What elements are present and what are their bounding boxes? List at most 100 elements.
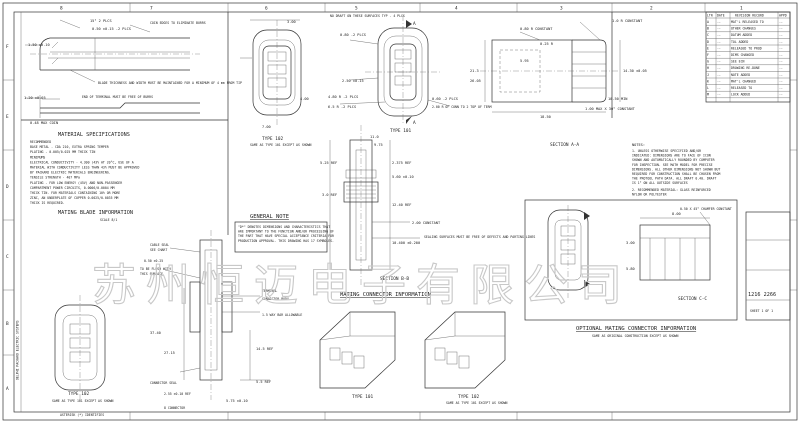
col-marker: 6: [265, 6, 268, 12]
revision-cell: --: [779, 60, 783, 64]
dim: 1.00 MAX X 30° CONSTANT: [585, 107, 636, 111]
revision-cell: --: [717, 93, 721, 97]
material-line: PLATING - FOR LOW ENERGY (45V) AND NON-P…: [30, 181, 122, 185]
section-mark: A: [413, 21, 416, 27]
label: 8 CONNECTOR: [164, 406, 185, 410]
view-dividers: [21, 12, 613, 235]
revision-cell: L: [707, 86, 709, 90]
revision-cell: --: [779, 46, 783, 50]
revision-cell: DATUM ADDED: [731, 33, 752, 37]
general-note-line: ARE IMPORTANT TO THE FUNCTION AND/OR PRO…: [238, 230, 334, 234]
revision-cell: --: [717, 73, 721, 77]
revision-cell: --: [779, 86, 783, 90]
drawing-number: 1216 2266: [748, 292, 776, 298]
view-caption: TYPE 102: [68, 391, 90, 397]
revision-cell: NOTE ADDED: [731, 73, 750, 77]
revision-cell: --: [779, 33, 783, 37]
dim: 14.30 ±0.05: [623, 69, 647, 73]
label: 2.55 ±0.10 REF: [164, 392, 191, 396]
rev-header: DATE: [717, 14, 725, 18]
row-marker: C: [6, 254, 9, 260]
row-marker: E: [6, 114, 9, 120]
material-line: ZINC, AN UNDERPLATE OF COPPER 0.0025/0.0…: [30, 196, 118, 200]
revision-cell: RELEASED TO PROD: [731, 46, 762, 50]
material-line: PLATING - 0.005/0.025 MM THICK TIN: [30, 150, 95, 154]
dim: 0.48 MAX COIN: [30, 121, 58, 125]
optional-mating-connector: 8.00 0.50 X 45° CHAMFER CONSTANT 3.00 5.…: [524, 199, 738, 338]
revision-cell: --: [779, 66, 783, 70]
rev-header: REVISION RECORD: [735, 14, 764, 18]
general-note-box: GENERAL NOTE "D*" DENOTES DIMENSIONS AND…: [234, 214, 334, 253]
dim: 6.5 R -2 PLCS: [328, 105, 356, 109]
note-line: INDICATED: DIMENSIONS ARE TO FACE OF ICO…: [632, 154, 711, 158]
revision-cell: --: [717, 60, 721, 64]
view-caption: SECTION C-C: [678, 296, 707, 302]
revision-cell: --: [779, 79, 783, 83]
optional-subtitle: SAME AS ORIGINAL CONSTRUCTION EXCEPT AS …: [592, 334, 678, 338]
row-marker: D: [6, 184, 9, 190]
material-line: MINIMUMS: [30, 155, 45, 159]
material-line: ELECTRICAL CONDUCTIVITY - 4.300 (43% AT …: [30, 160, 134, 164]
view-caption: TYPE 101: [390, 128, 412, 134]
note-line: 1. UNLESS OTHERWISE SPECIFIED AND/OR: [632, 149, 701, 153]
section-a-a: 1.0 R CONSTANT 0.80 R CONSTANT 0.25 R 5.…: [470, 19, 647, 148]
general-note-line: "D*" DENOTES DIMENSIONS AND CHARACTERIST…: [238, 225, 330, 229]
dim: 0.50 ±0.15 -2 PLCS: [92, 27, 131, 31]
dim: 27.15: [164, 351, 175, 355]
label: 1.5 WAY BAR ALLOWABLE: [262, 313, 302, 317]
label: TERMINAL: [262, 289, 277, 293]
dim: 1.0 R CONSTANT: [612, 19, 643, 23]
view-caption: SECTION B-B: [380, 276, 409, 282]
label: CONNECTOR BODY: [262, 297, 289, 301]
revision-cell: --: [717, 86, 721, 90]
label: ASTERISK (*) IDENTIFIES: [60, 413, 104, 417]
label: CABLE SEAL: [150, 243, 169, 247]
dim: 5.5 REF: [256, 380, 271, 384]
optional-title: OPTIONAL MATING CONNECTOR INFORMATION: [576, 326, 696, 332]
sheet-label: SHEET 1 OF 1: [750, 309, 773, 313]
revision-cell: --: [717, 33, 721, 37]
dim: 9.75: [374, 143, 383, 147]
dim: 18.50: [540, 115, 551, 119]
side-title: DELPHI PACKARD ELECTRIC SYSTEMS: [16, 320, 20, 380]
dim: 5.25 REF: [320, 161, 337, 165]
rev-header: APPD: [779, 14, 787, 18]
general-notes: NOTES: 1. UNLESS OTHERWISE SPECIFIED AND…: [632, 143, 720, 196]
revision-cell: LOCK ADDED: [731, 93, 750, 97]
revision-cell: F: [707, 53, 709, 57]
dim: 4.00: [300, 97, 309, 101]
label: CONNECTOR SEAL: [150, 381, 177, 385]
dim: 5.95: [520, 59, 529, 63]
mating-label: SAME AS TYPE 101 EXCEPT AS SHOWN: [446, 401, 507, 405]
watermark: 苏州恒迈电子有限公司: [92, 260, 632, 311]
note-line: FOR INSPECTION. SEE MATH MODEL FOR PRECI…: [632, 163, 713, 167]
dim: 0.60 -2 PLCS: [432, 97, 458, 101]
revision-cell: --: [779, 20, 783, 24]
dim: 8.00: [672, 212, 681, 216]
mating-label: TYPE 102: [458, 394, 480, 400]
revision-cell: J: [707, 73, 709, 77]
view-caption: TYPE 102: [262, 136, 284, 142]
dim: 0.50 X 45° CHAMFER CONSTANT: [680, 207, 732, 211]
notes-lines: 1. UNLESS OTHERWISE SPECIFIED AND/ORINDI…: [632, 149, 720, 196]
section-b-b: 11.0 9.75 5.25 REF 2.375 REF 5.60 ±0.10 …: [320, 125, 535, 285]
dim: 37.40: [150, 331, 161, 335]
material-title: MATERIAL SPECIFICATIONS: [58, 132, 130, 138]
col-marker: 3: [560, 6, 563, 12]
revision-cell: --: [717, 40, 721, 44]
note-line: THE PROTOOL PATH DATA. ALL DRAFT 0.40. D…: [632, 177, 717, 181]
dim: 11.0: [370, 135, 379, 139]
col-marker: 5: [355, 6, 358, 12]
dim: 5.75 ±0.10: [226, 399, 248, 403]
material-line: MATERIAL WITH CONDUCTIVITY LESS THAN 43%…: [30, 166, 139, 170]
col-marker: 2: [650, 6, 653, 12]
dim: 2.00 CONSTANT: [412, 221, 441, 225]
note: COIN EDGES TO ELIMINATE BURRS: [150, 21, 206, 25]
label: 0.50 ±0.25: [144, 259, 163, 263]
revision-cell: M: [707, 93, 709, 97]
dim: 3.00: [626, 241, 635, 245]
dim: 5.60 ±0.10: [392, 175, 414, 179]
dim: 0.25 R: [540, 42, 554, 46]
dim: 3.0 REF: [322, 193, 337, 197]
